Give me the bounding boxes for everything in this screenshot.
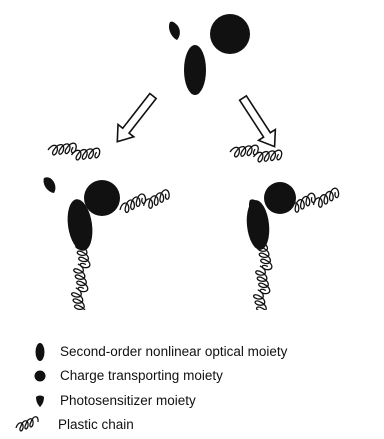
legend-label-plastic-chain: Plastic chain (58, 416, 134, 434)
legend-item-nlo: Second-order nonlinear optical moiety (0, 341, 384, 363)
legend-label-nlo: Second-order nonlinear optical moiety (60, 343, 287, 361)
plastic-chain-upper-left-right (229, 140, 259, 161)
legend-label-charge: Charge transporting moiety (60, 367, 223, 385)
right-arrow (235, 93, 283, 153)
top-components (169, 14, 250, 95)
photosensitizer-moiety-top (169, 22, 180, 40)
right-assembly (229, 140, 340, 310)
charge-moiety-left (84, 180, 120, 216)
left-arrow (109, 90, 160, 148)
plastic-chain-right (118, 193, 147, 213)
left-assembly (44, 138, 171, 310)
legend-item-photosensitizer: Photosensitizer moiety (0, 390, 384, 412)
legend-item-charge: Charge transporting moiety (0, 365, 384, 387)
schematic-diagram (0, 0, 384, 310)
plastic-chain-icon (4, 414, 64, 436)
legend-label-photosensitizer: Photosensitizer moiety (60, 392, 196, 410)
nlo-moiety-top (184, 45, 206, 95)
photosensitizer-moiety-free (44, 177, 56, 193)
plastic-chain-upper-left (47, 138, 77, 159)
charge-moiety-right (264, 182, 296, 214)
charge-moiety-top (210, 14, 250, 54)
legend-item-plastic-chain: Plastic chain (0, 414, 384, 436)
